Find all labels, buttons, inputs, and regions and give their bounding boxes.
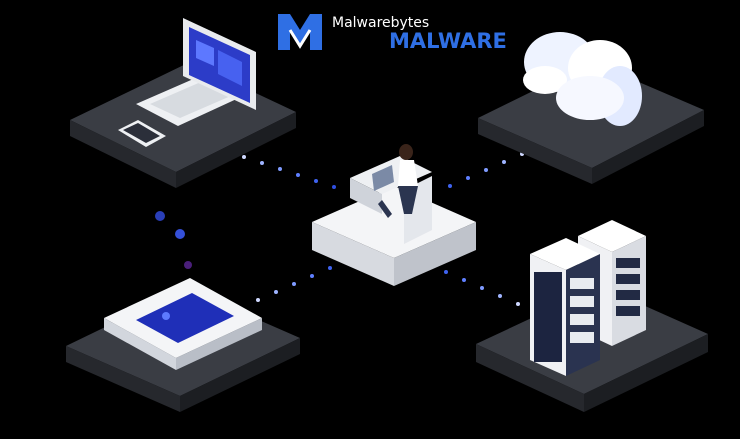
laptop-icon [136,18,256,126]
cloud-icon [523,32,642,126]
tablet-icon [104,278,262,370]
laptop-platform [70,18,296,188]
brand-logo: Malwarebytes MALWARE [272,10,512,58]
brand-name: Malwarebytes [332,15,430,31]
server-platform [476,220,708,412]
smartphone-icon [118,120,166,147]
cloud-platform [478,32,704,184]
person-at-desk-icon [350,144,432,244]
server-rack-icon [530,220,646,376]
brand-tagline: MALWARE [389,29,507,53]
malwarebytes-m-icon [278,14,322,50]
workstation-platform [312,144,476,286]
tablet-platform [66,278,300,412]
